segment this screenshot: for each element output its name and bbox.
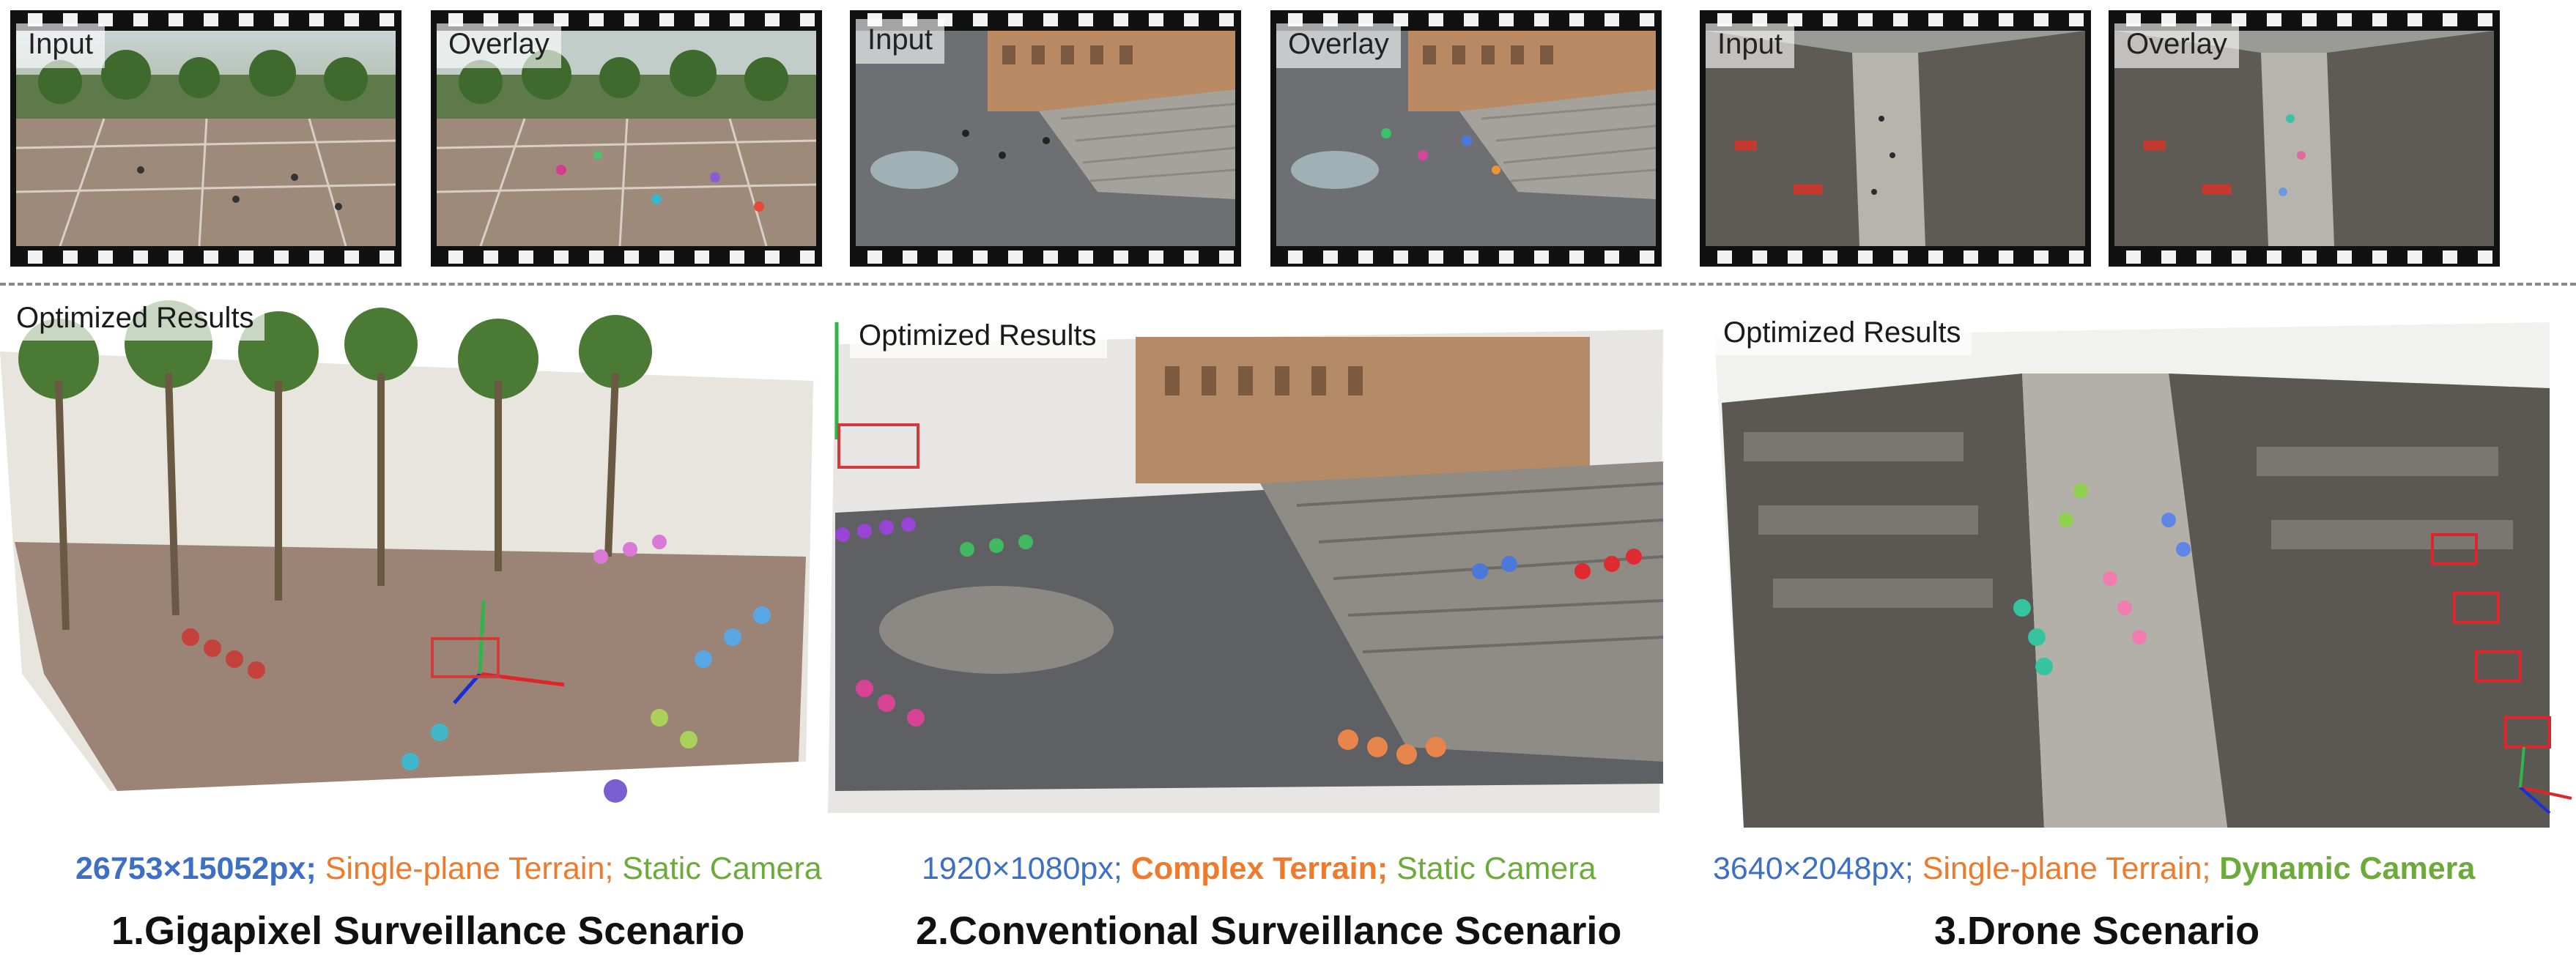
terrain-text: Complex Terrain; (1122, 851, 1388, 886)
street-overlay-image (2114, 31, 2494, 246)
input-label: Input (16, 23, 105, 68)
resolution-text: 26753×15052px; (75, 851, 317, 886)
input-label: Input (1706, 23, 1794, 68)
optimized-results-label: Optimized Results (850, 315, 1107, 358)
terrain-text: Single-plane Terrain; (1913, 851, 2211, 886)
street-input-image (1706, 31, 2085, 246)
input-label: Input (856, 19, 944, 64)
film-frame-overlay-2: Overlay (1270, 10, 1662, 267)
scenario-2-title: 2.Conventional Surveillance Scenario (916, 909, 1622, 953)
dashed-divider (0, 283, 2576, 286)
camera-text: Static Camera (613, 851, 822, 886)
resolution-text: 3640×2048px; (1713, 851, 1914, 886)
camera-text: Dynamic Camera (2210, 851, 2476, 886)
overlay-label: Overlay (2114, 23, 2239, 68)
resolution-text: 1920×1080px; (922, 851, 1122, 886)
result-gigapixel: Optimized Results (0, 293, 821, 806)
square-input-image (856, 31, 1235, 246)
film-frame-input-2: Input (850, 10, 1241, 267)
result-drone: Optimized Results (1700, 300, 2576, 828)
plaza-input-image (16, 31, 396, 246)
result-conventional: Optimized Results (821, 308, 1678, 813)
optimized-results-label: Optimized Results (1714, 312, 1972, 355)
camera-text: Static Camera (1388, 851, 1596, 886)
overlay-label: Overlay (437, 23, 561, 68)
drone-reconstruction-image (1714, 322, 2572, 828)
scenario-3-title: 3.Drone Scenario (1934, 909, 2260, 953)
overlay-label: Overlay (1276, 23, 1401, 68)
scenario-1-title: 1.Gigapixel Surveillance Scenario (111, 909, 745, 953)
film-frame-overlay-1: Overlay (431, 10, 822, 267)
plaza-overlay-image (437, 31, 816, 246)
conventional-reconstruction-image (828, 322, 1664, 813)
scenario-3-caption: 3640×2048px; Single-plane Terrain; Dynam… (1713, 851, 2475, 887)
film-frame-input-3: Input (1700, 10, 2091, 267)
scenario-2-caption: 1920×1080px; Complex Terrain; Static Cam… (922, 851, 1596, 887)
terrain-text: Single-plane Terrain; (316, 851, 614, 886)
film-frame-overlay-3: Overlay (2109, 10, 2500, 267)
optimized-results-label: Optimized Results (7, 297, 264, 341)
scenario-1-caption: 26753×15052px; Single-plane Terrain; Sta… (75, 851, 822, 887)
film-frame-input-1: Input (10, 10, 401, 267)
gigapixel-reconstruction-image (0, 300, 813, 803)
